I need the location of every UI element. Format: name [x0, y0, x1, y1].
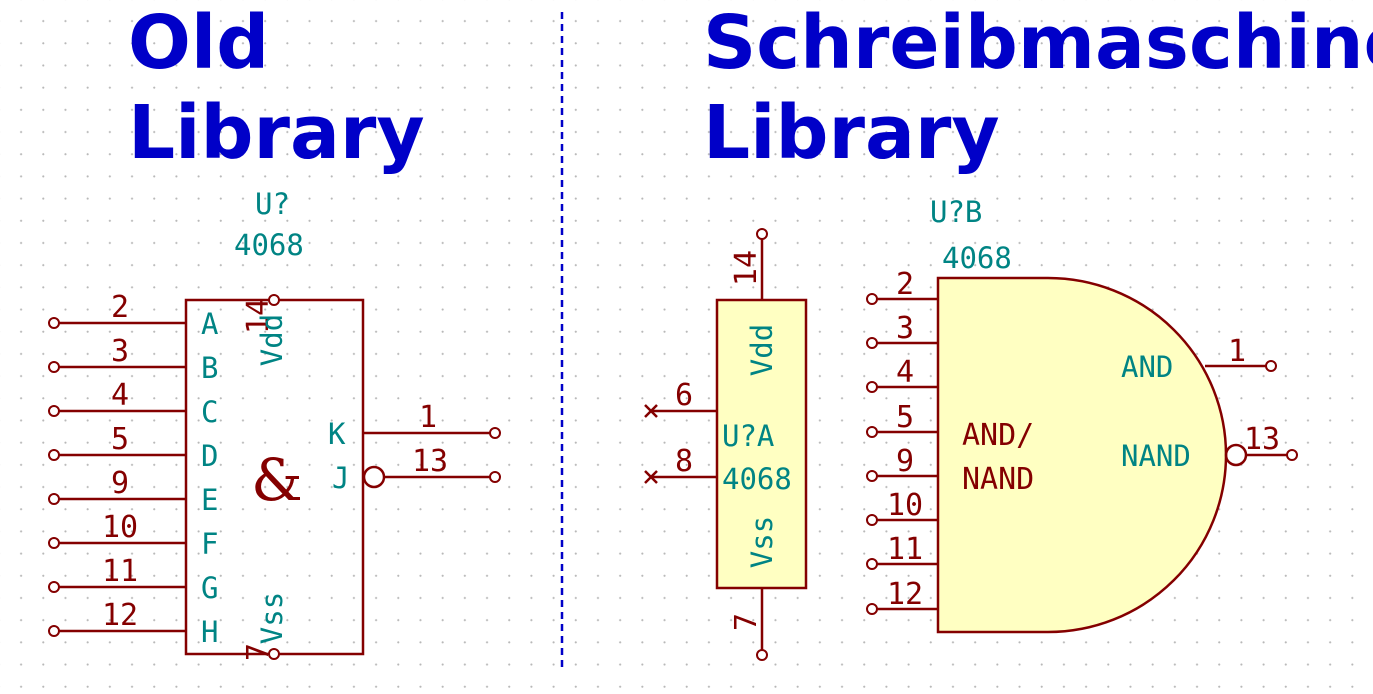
- nc-pin-number: 8: [675, 444, 693, 479]
- old-input-name: A: [201, 307, 218, 341]
- old-vss-label: Vss: [255, 592, 289, 644]
- gate-output-nand-label: NAND: [1121, 439, 1191, 473]
- old-pin-7: 7: [241, 643, 276, 661]
- old-inversion-bubble: [362, 465, 386, 489]
- gate-unit-reference: U?B: [930, 195, 982, 229]
- gate-output-and-pin[interactable]: 1: [1205, 334, 1277, 372]
- old-input-name: F: [201, 527, 218, 561]
- gate-input-pin[interactable]: 10: [866, 488, 938, 526]
- old-input-number: 5: [111, 422, 129, 457]
- gate-input-number: 2: [896, 267, 914, 302]
- power-unit-reference: U?A: [722, 419, 774, 453]
- old-output-number: 1: [419, 400, 437, 435]
- old-output-number: 13: [412, 444, 448, 479]
- old-input-number: 12: [102, 598, 138, 633]
- gate-output-nand-pin[interactable]: 13: [1224, 422, 1298, 467]
- gate-input-pin[interactable]: 4: [866, 355, 938, 393]
- gate-input-number: 9: [896, 444, 914, 479]
- old-output-pin-k[interactable]: 1 K: [328, 400, 501, 451]
- old-input-pin[interactable]: 11 G: [48, 554, 218, 605]
- gate-output-and-label: AND: [1121, 350, 1173, 384]
- old-input-pin[interactable]: 2 A: [48, 290, 218, 341]
- gate-unit[interactable]: U?B 4068 AND/ NAND AND NAND 2 3 4: [866, 195, 1298, 634]
- old-input-pin[interactable]: 5 D: [48, 422, 218, 473]
- no-connect-x-icon: [644, 404, 658, 418]
- power-unit[interactable]: 14 Vdd Vss U?A 4068 7 6 8: [644, 228, 808, 661]
- old-output-name: J: [332, 461, 349, 495]
- old-inputs: 2 A 3 B 4 C 5 D: [48, 290, 218, 649]
- old-input-name: G: [201, 571, 218, 605]
- old-input-pin[interactable]: 12 H: [48, 598, 218, 649]
- power-unit-vss-pin-end[interactable]: [756, 649, 768, 661]
- old-input-name: C: [201, 395, 218, 429]
- gate-input-pin[interactable]: 3: [866, 311, 938, 349]
- old-value: 4068: [234, 228, 304, 262]
- old-vss-pin-end[interactable]: [268, 648, 280, 660]
- nc-pin-8[interactable]: 8: [644, 444, 717, 484]
- old-vdd-label: Vdd: [255, 314, 289, 366]
- old-input-name: H: [201, 615, 218, 649]
- old-input-number: 2: [111, 290, 129, 325]
- old-input-number: 10: [102, 510, 138, 545]
- old-input-number: 4: [111, 378, 129, 413]
- heading-old-library: Old Library: [128, 0, 425, 176]
- old-input-name: D: [201, 439, 218, 473]
- gate-unit-body[interactable]: [936, 276, 1228, 634]
- gate-input-pin[interactable]: 2: [866, 267, 938, 305]
- old-input-number: 3: [111, 334, 129, 369]
- old-input-pin[interactable]: 9 E: [48, 466, 218, 517]
- power-unit-pin-7: 7: [729, 613, 764, 631]
- old-output-name: K: [328, 417, 346, 451]
- old-input-name: B: [201, 351, 218, 385]
- gate-input-pin[interactable]: 9: [866, 444, 938, 482]
- old-input-number: 11: [102, 554, 138, 589]
- power-unit-value: 4068: [722, 462, 792, 496]
- gate-input-number: 5: [896, 400, 914, 435]
- gate-input-pin[interactable]: 12: [866, 577, 938, 615]
- gate-input-number: 11: [887, 532, 923, 567]
- gate-center-label-1: AND/: [962, 418, 1034, 453]
- old-input-pin[interactable]: 4 C: [48, 378, 218, 429]
- gate-unit-value: 4068: [942, 241, 1012, 275]
- no-connect-x-icon: [644, 470, 658, 484]
- nc-pin-6[interactable]: 6: [644, 378, 717, 418]
- gate-input-number: 12: [887, 577, 923, 612]
- gate-output-number: 13: [1244, 422, 1280, 457]
- gate-center-label-2: NAND: [962, 462, 1034, 497]
- gate-input-pin[interactable]: 11: [866, 532, 938, 570]
- power-unit-pin-14: 14: [729, 250, 764, 286]
- power-unit-vss-label: Vss: [745, 516, 779, 568]
- old-and-symbol: &: [251, 446, 303, 514]
- gate-inputs: 2 3 4 5 9: [866, 267, 938, 615]
- gate-input-number: 10: [887, 488, 923, 523]
- power-unit-vdd-pin-end[interactable]: [756, 228, 768, 240]
- gate-input-number: 4: [896, 355, 914, 390]
- nc-pin-number: 6: [675, 378, 693, 413]
- old-input-pin[interactable]: 3 B: [48, 334, 218, 385]
- old-input-name: E: [201, 483, 218, 517]
- old-reference: U?: [255, 187, 290, 221]
- old-input-number: 9: [111, 466, 129, 501]
- old-symbol[interactable]: U? 4068 & 1 4 Vdd Vss 7 2 A 3 B: [48, 187, 501, 661]
- old-input-pin[interactable]: 10 F: [48, 510, 218, 561]
- gate-input-number: 3: [896, 311, 914, 346]
- gate-input-pin[interactable]: 5: [866, 400, 938, 438]
- gate-output-number: 1: [1228, 334, 1246, 369]
- power-unit-vdd-label: Vdd: [745, 324, 779, 376]
- old-vdd-pin-end[interactable]: [268, 294, 280, 306]
- heading-schreibmaschine-library: Schreibmaschine Library: [703, 0, 1373, 176]
- old-output-pin-j[interactable]: 13 J: [332, 444, 501, 495]
